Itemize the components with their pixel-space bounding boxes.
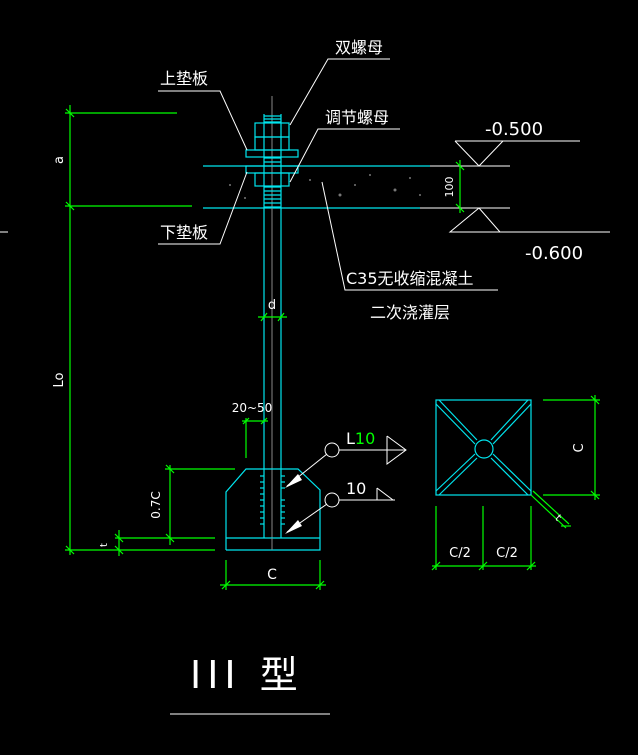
leader-lower-plate: 下垫板 xyxy=(158,171,248,245)
dim-a-label: a xyxy=(52,156,67,164)
dimension-width: C xyxy=(220,560,326,590)
bolt-foot xyxy=(225,468,321,551)
leader-double-nut: 双螺母 xyxy=(289,38,390,126)
svg-text:20~50: 20~50 xyxy=(232,401,273,415)
dim-lo-label: Lo xyxy=(52,372,67,387)
anchor-bolt xyxy=(245,96,299,550)
svg-text:下垫板: 下垫板 xyxy=(160,223,208,242)
svg-text:d: d xyxy=(268,298,276,313)
svg-text:L10: L10 xyxy=(346,429,375,448)
svg-text:上垫板: 上垫板 xyxy=(160,69,208,88)
dimension-edge: 20~50 xyxy=(232,401,273,458)
elevation-top: -0.500 xyxy=(454,119,580,167)
svg-text:10: 10 xyxy=(346,479,366,498)
weld-symbol-fillet: L10 xyxy=(285,429,407,488)
svg-text:0.7C: 0.7C xyxy=(149,491,163,518)
svg-text:III 型: III 型 xyxy=(190,653,304,697)
dimension-plate-halves: C/2 C/2 xyxy=(431,506,536,571)
dimension-plate-side: C xyxy=(543,395,600,500)
svg-text:C35无收缩混凝土: C35无收缩混凝土 xyxy=(346,269,474,288)
svg-text:C/2: C/2 xyxy=(449,546,471,561)
svg-text:二次浇灌层: 二次浇灌层 xyxy=(370,303,450,322)
dimension-plate-t: t xyxy=(530,490,571,529)
leader-adjust-nut: 调节螺母 xyxy=(289,108,400,183)
grout-layer xyxy=(203,165,510,209)
drawing-title: III 型 xyxy=(170,653,330,715)
svg-text:-0.600: -0.600 xyxy=(525,243,583,264)
upper-washer xyxy=(245,149,299,158)
svg-text:C: C xyxy=(267,567,277,583)
dimension-d: d xyxy=(258,298,287,322)
svg-text:100: 100 xyxy=(443,177,456,198)
svg-text:双螺母: 双螺母 xyxy=(335,38,383,57)
elevation-bottom: -0.600 xyxy=(448,207,610,264)
svg-text:调节螺母: 调节螺母 xyxy=(325,108,389,127)
svg-text:t: t xyxy=(99,543,110,547)
svg-text:-0.500: -0.500 xyxy=(485,119,543,140)
leader-grout: C35无收缩混凝土 二次浇灌层 xyxy=(321,181,498,322)
weld-symbol-butt: 10 xyxy=(285,479,395,534)
svg-text:C: C xyxy=(572,443,587,452)
svg-text:C/2: C/2 xyxy=(496,546,518,561)
dimension-t: t xyxy=(99,530,215,556)
svg-text:t: t xyxy=(552,513,563,524)
leader-upper-plate: 上垫板 xyxy=(158,69,248,151)
dimension-grout-thickness: 100 xyxy=(443,160,465,213)
dimension-height: 0.7C xyxy=(149,464,235,545)
dimension-a-lo: a Lo xyxy=(52,105,215,555)
adjust-nut xyxy=(254,172,290,187)
base-plate-plan xyxy=(435,399,532,496)
